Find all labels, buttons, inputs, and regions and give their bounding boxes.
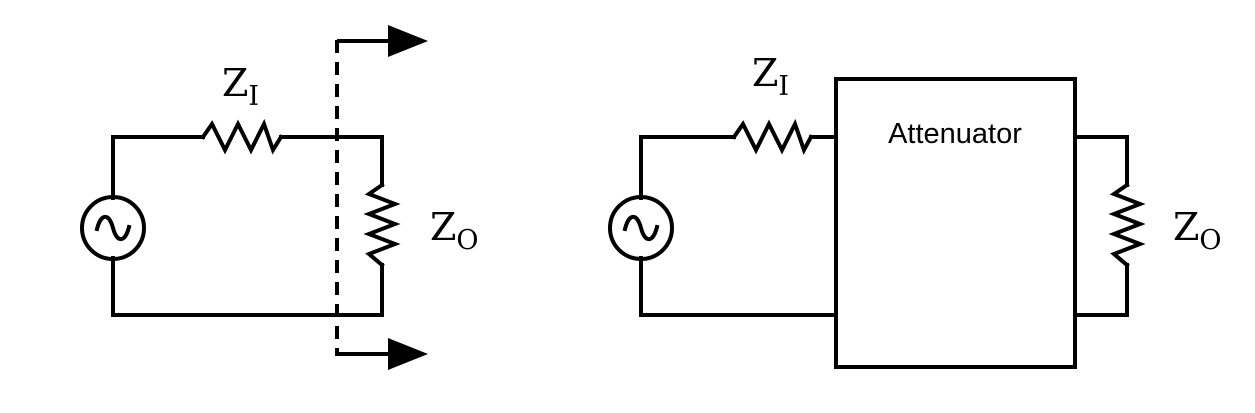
ac-source-icon: [608, 195, 674, 261]
right-zi-label: ZI: [752, 51, 789, 102]
attenuator-box: [834, 77, 1077, 369]
right-zo-label: ZO: [1173, 205, 1222, 256]
left-wire-top-right: [279, 135, 384, 187]
left-wire-top-left: [111, 135, 205, 200]
left-wire-bottom: [111, 256, 384, 317]
right-wire-output: [1073, 135, 1129, 317]
ac-source-icon: [80, 195, 146, 261]
left-circuit: ZI ZO: [80, 25, 479, 370]
attenuator-label: Attenuator: [888, 118, 1022, 150]
right-circuit: Attenuator ZI ZO: [608, 51, 1222, 369]
right-series-resistor: [731, 118, 814, 155]
right-wire-top-left: [639, 135, 736, 200]
left-load-resistor: [363, 182, 401, 268]
right-wire-bottom-left: [639, 256, 838, 317]
left-zi-label: ZI: [222, 61, 259, 112]
left-series-resistor: [200, 118, 284, 155]
left-zo-label: ZO: [430, 205, 479, 256]
right-load-resistor: [1108, 182, 1146, 268]
